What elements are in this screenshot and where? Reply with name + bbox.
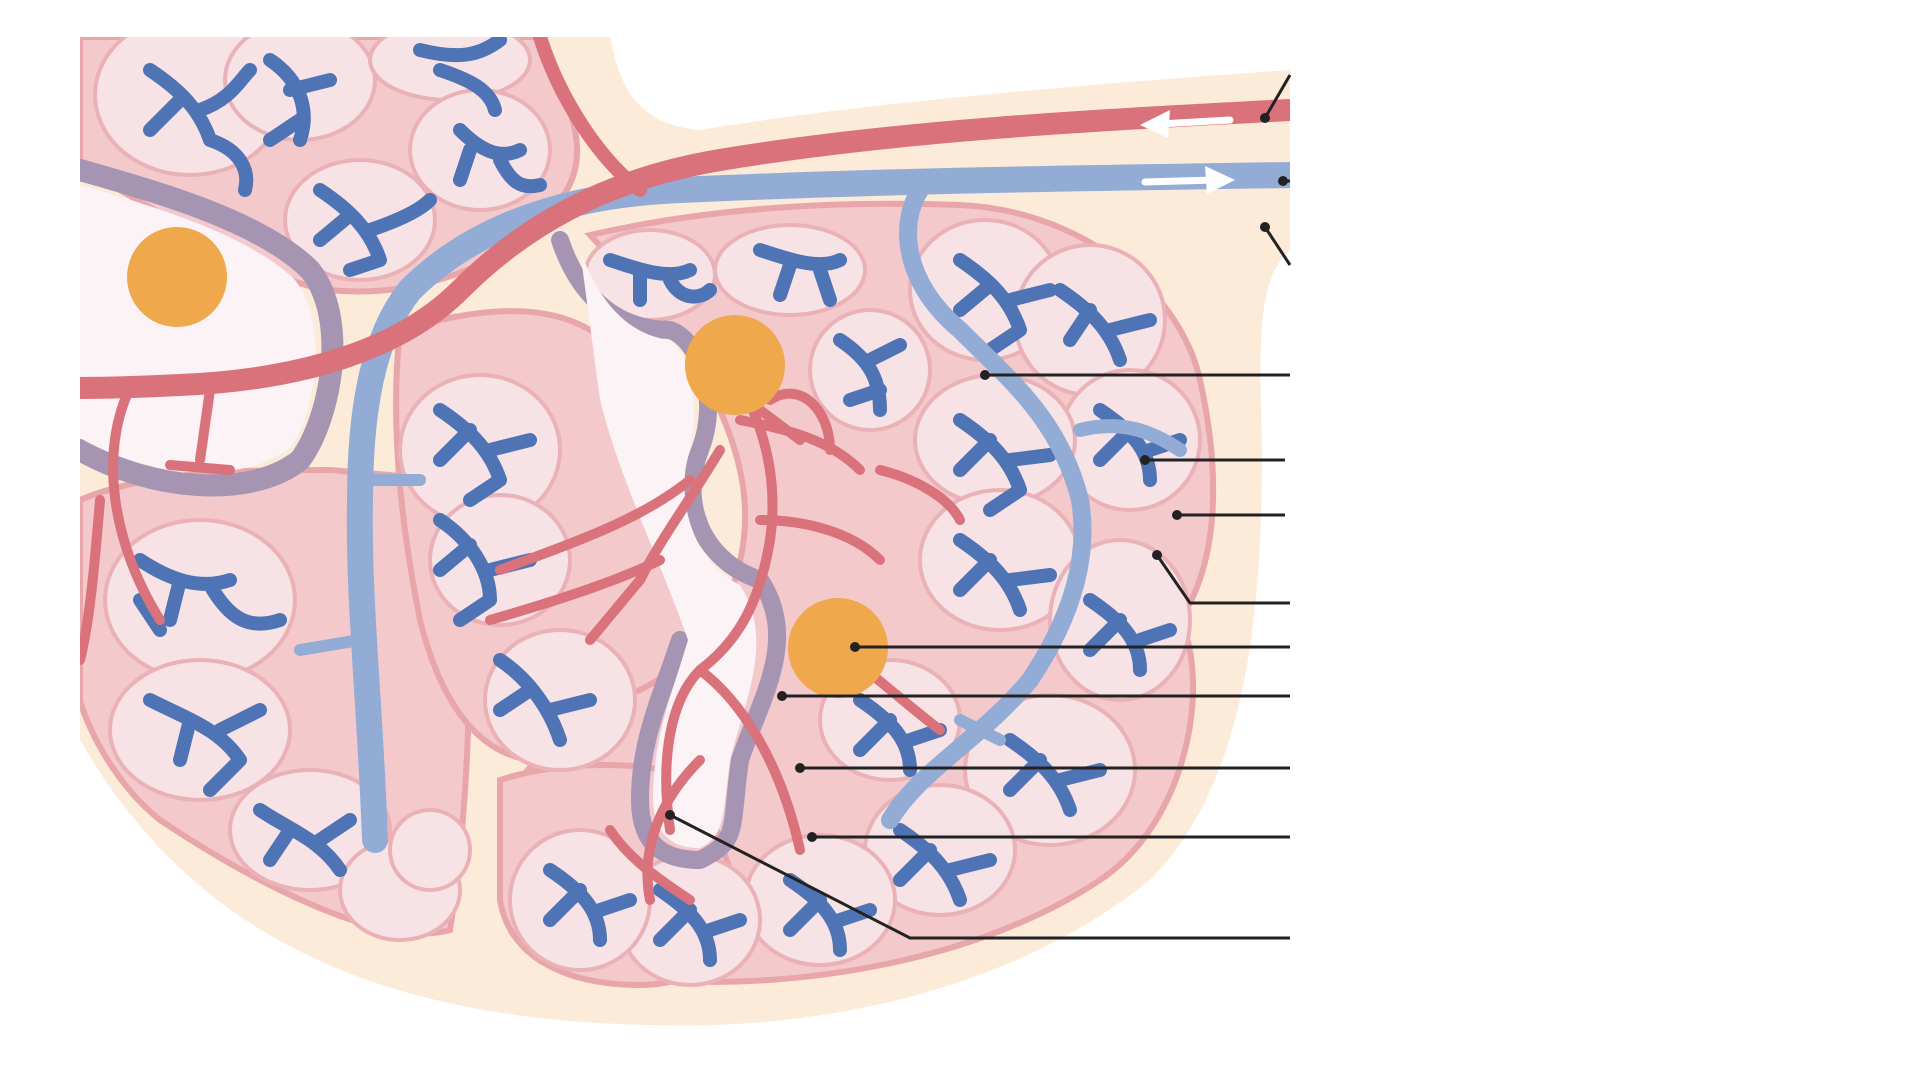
arrow-left-icon [1140,110,1234,138]
node-lower [788,598,888,698]
node-center [685,315,785,415]
leader-lines [665,74,1292,940]
secretory-branches [133,37,1187,967]
veins [294,162,1290,853]
arrow-right-icon [1141,166,1235,194]
central-duct-wall [551,231,787,869]
central-duct-lumen [580,250,757,848]
node-left [127,227,227,327]
